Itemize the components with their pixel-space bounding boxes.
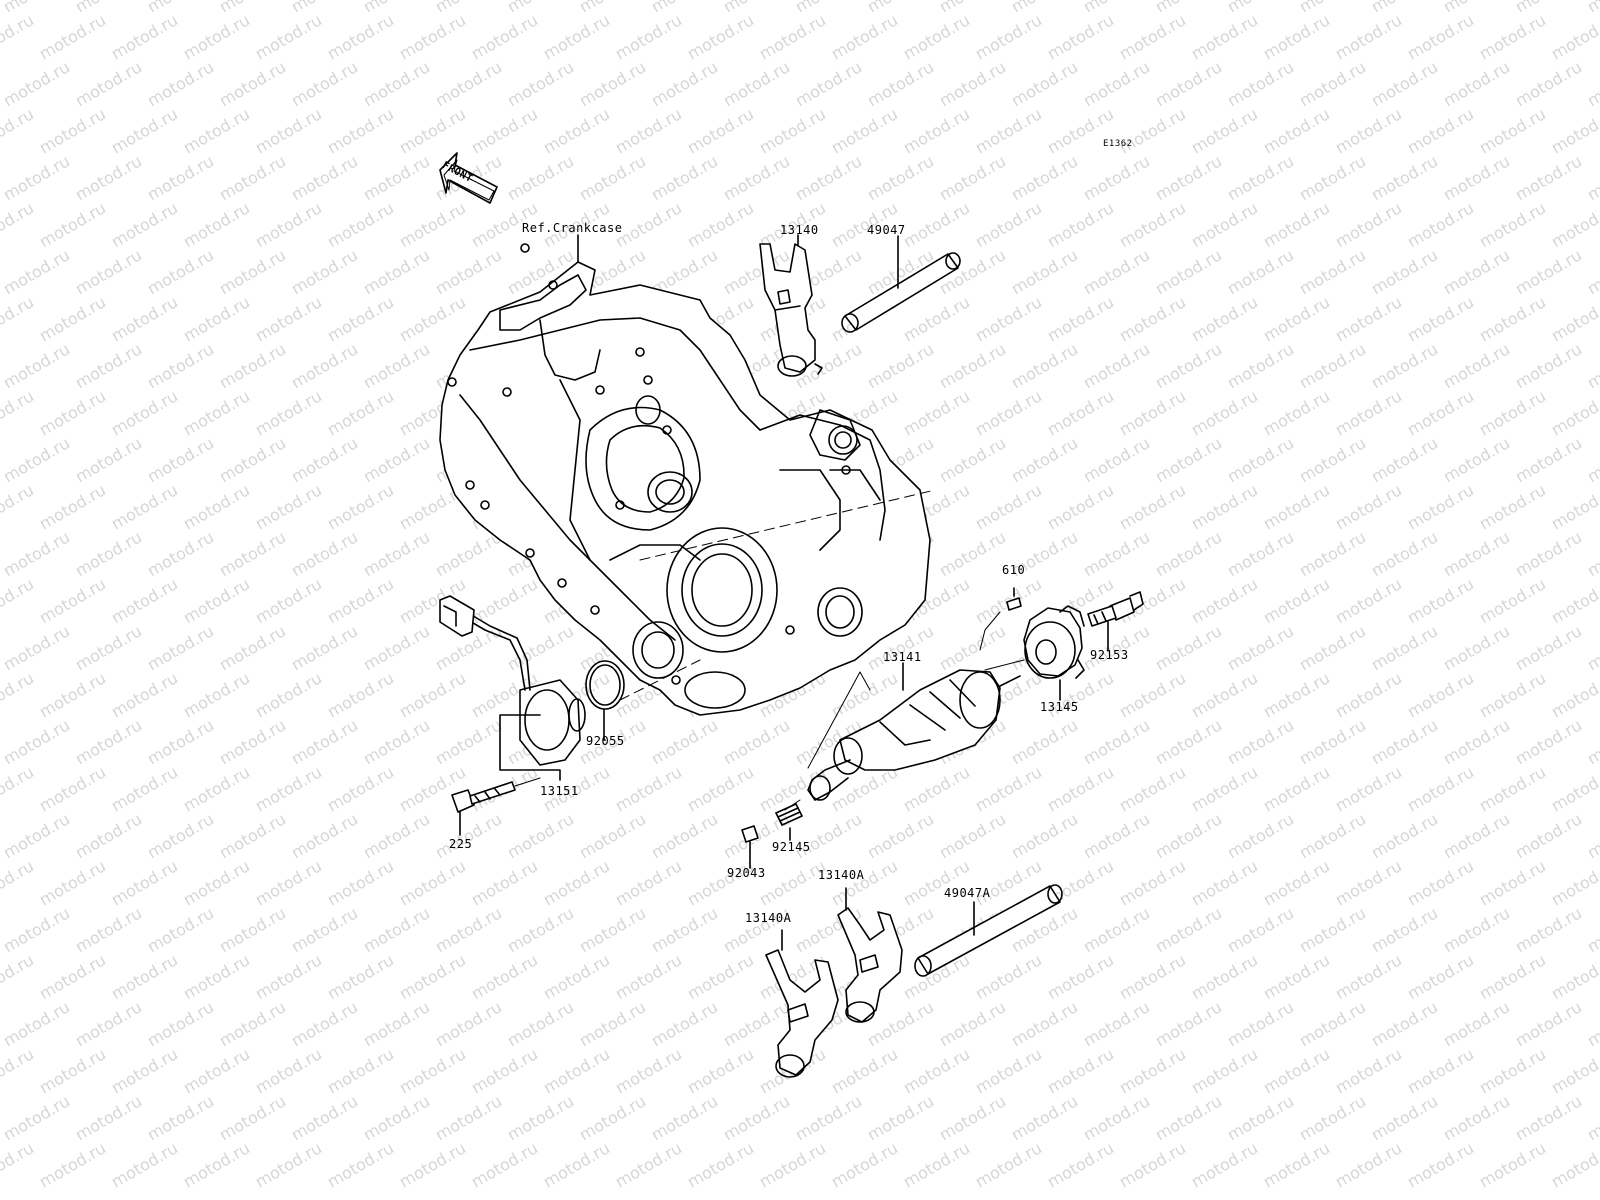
callout-92055[interactable]: 92055 — [586, 734, 625, 748]
shaft-49047A — [914, 884, 1063, 977]
crankcase-drawing — [439, 243, 931, 716]
callout-92153[interactable]: 92153 — [1090, 648, 1129, 662]
shift-drum-13141 — [807, 669, 1021, 801]
bolt-92153 — [1087, 591, 1144, 627]
callout-13140[interactable]: 13140 — [780, 223, 819, 237]
shift-fork-13140A-right — [837, 907, 903, 1023]
axis-lines — [619, 489, 936, 701]
shift-drum-cam-13145 — [1023, 605, 1085, 679]
pin-610 — [1006, 597, 1022, 611]
callout-92043[interactable]: 92043 — [727, 866, 766, 880]
shaft-49047 — [841, 252, 961, 333]
callout-13141[interactable]: 13141 — [883, 650, 922, 664]
callout-225[interactable]: 225 — [449, 837, 473, 851]
o-ring-92055 — [585, 660, 625, 710]
callout-49047A[interactable]: 49047A — [944, 886, 991, 900]
diagram-code: E1362 — [1103, 139, 1133, 149]
leader-13141-diag — [807, 671, 871, 769]
shift-fork-13140 — [759, 243, 823, 377]
ref-crankcase-label: Ref.Crankcase — [522, 221, 623, 235]
pin-92043 — [741, 825, 759, 843]
leader-610-axis — [979, 611, 1001, 651]
front-arrow-icon — [439, 152, 498, 204]
leader-225-axis — [514, 777, 541, 787]
callout-13140A-right[interactable]: 13140A — [818, 868, 865, 882]
callout-49047[interactable]: 49047 — [867, 223, 906, 237]
callout-13140A-left[interactable]: 13140A — [745, 911, 792, 925]
callout-610[interactable]: 610 — [1002, 563, 1026, 577]
callout-13151[interactable]: 13151 — [540, 784, 579, 798]
spring-92145 — [775, 803, 803, 826]
bolt-225 — [451, 781, 516, 813]
leader-13145-axis — [984, 659, 1025, 671]
callout-13145[interactable]: 13145 — [1040, 700, 1079, 714]
leader-13151 — [499, 714, 561, 781]
callout-92145[interactable]: 92145 — [772, 840, 811, 854]
shift-fork-13140A-left — [765, 949, 839, 1078]
neutral-switch-13151 — [439, 595, 586, 766]
